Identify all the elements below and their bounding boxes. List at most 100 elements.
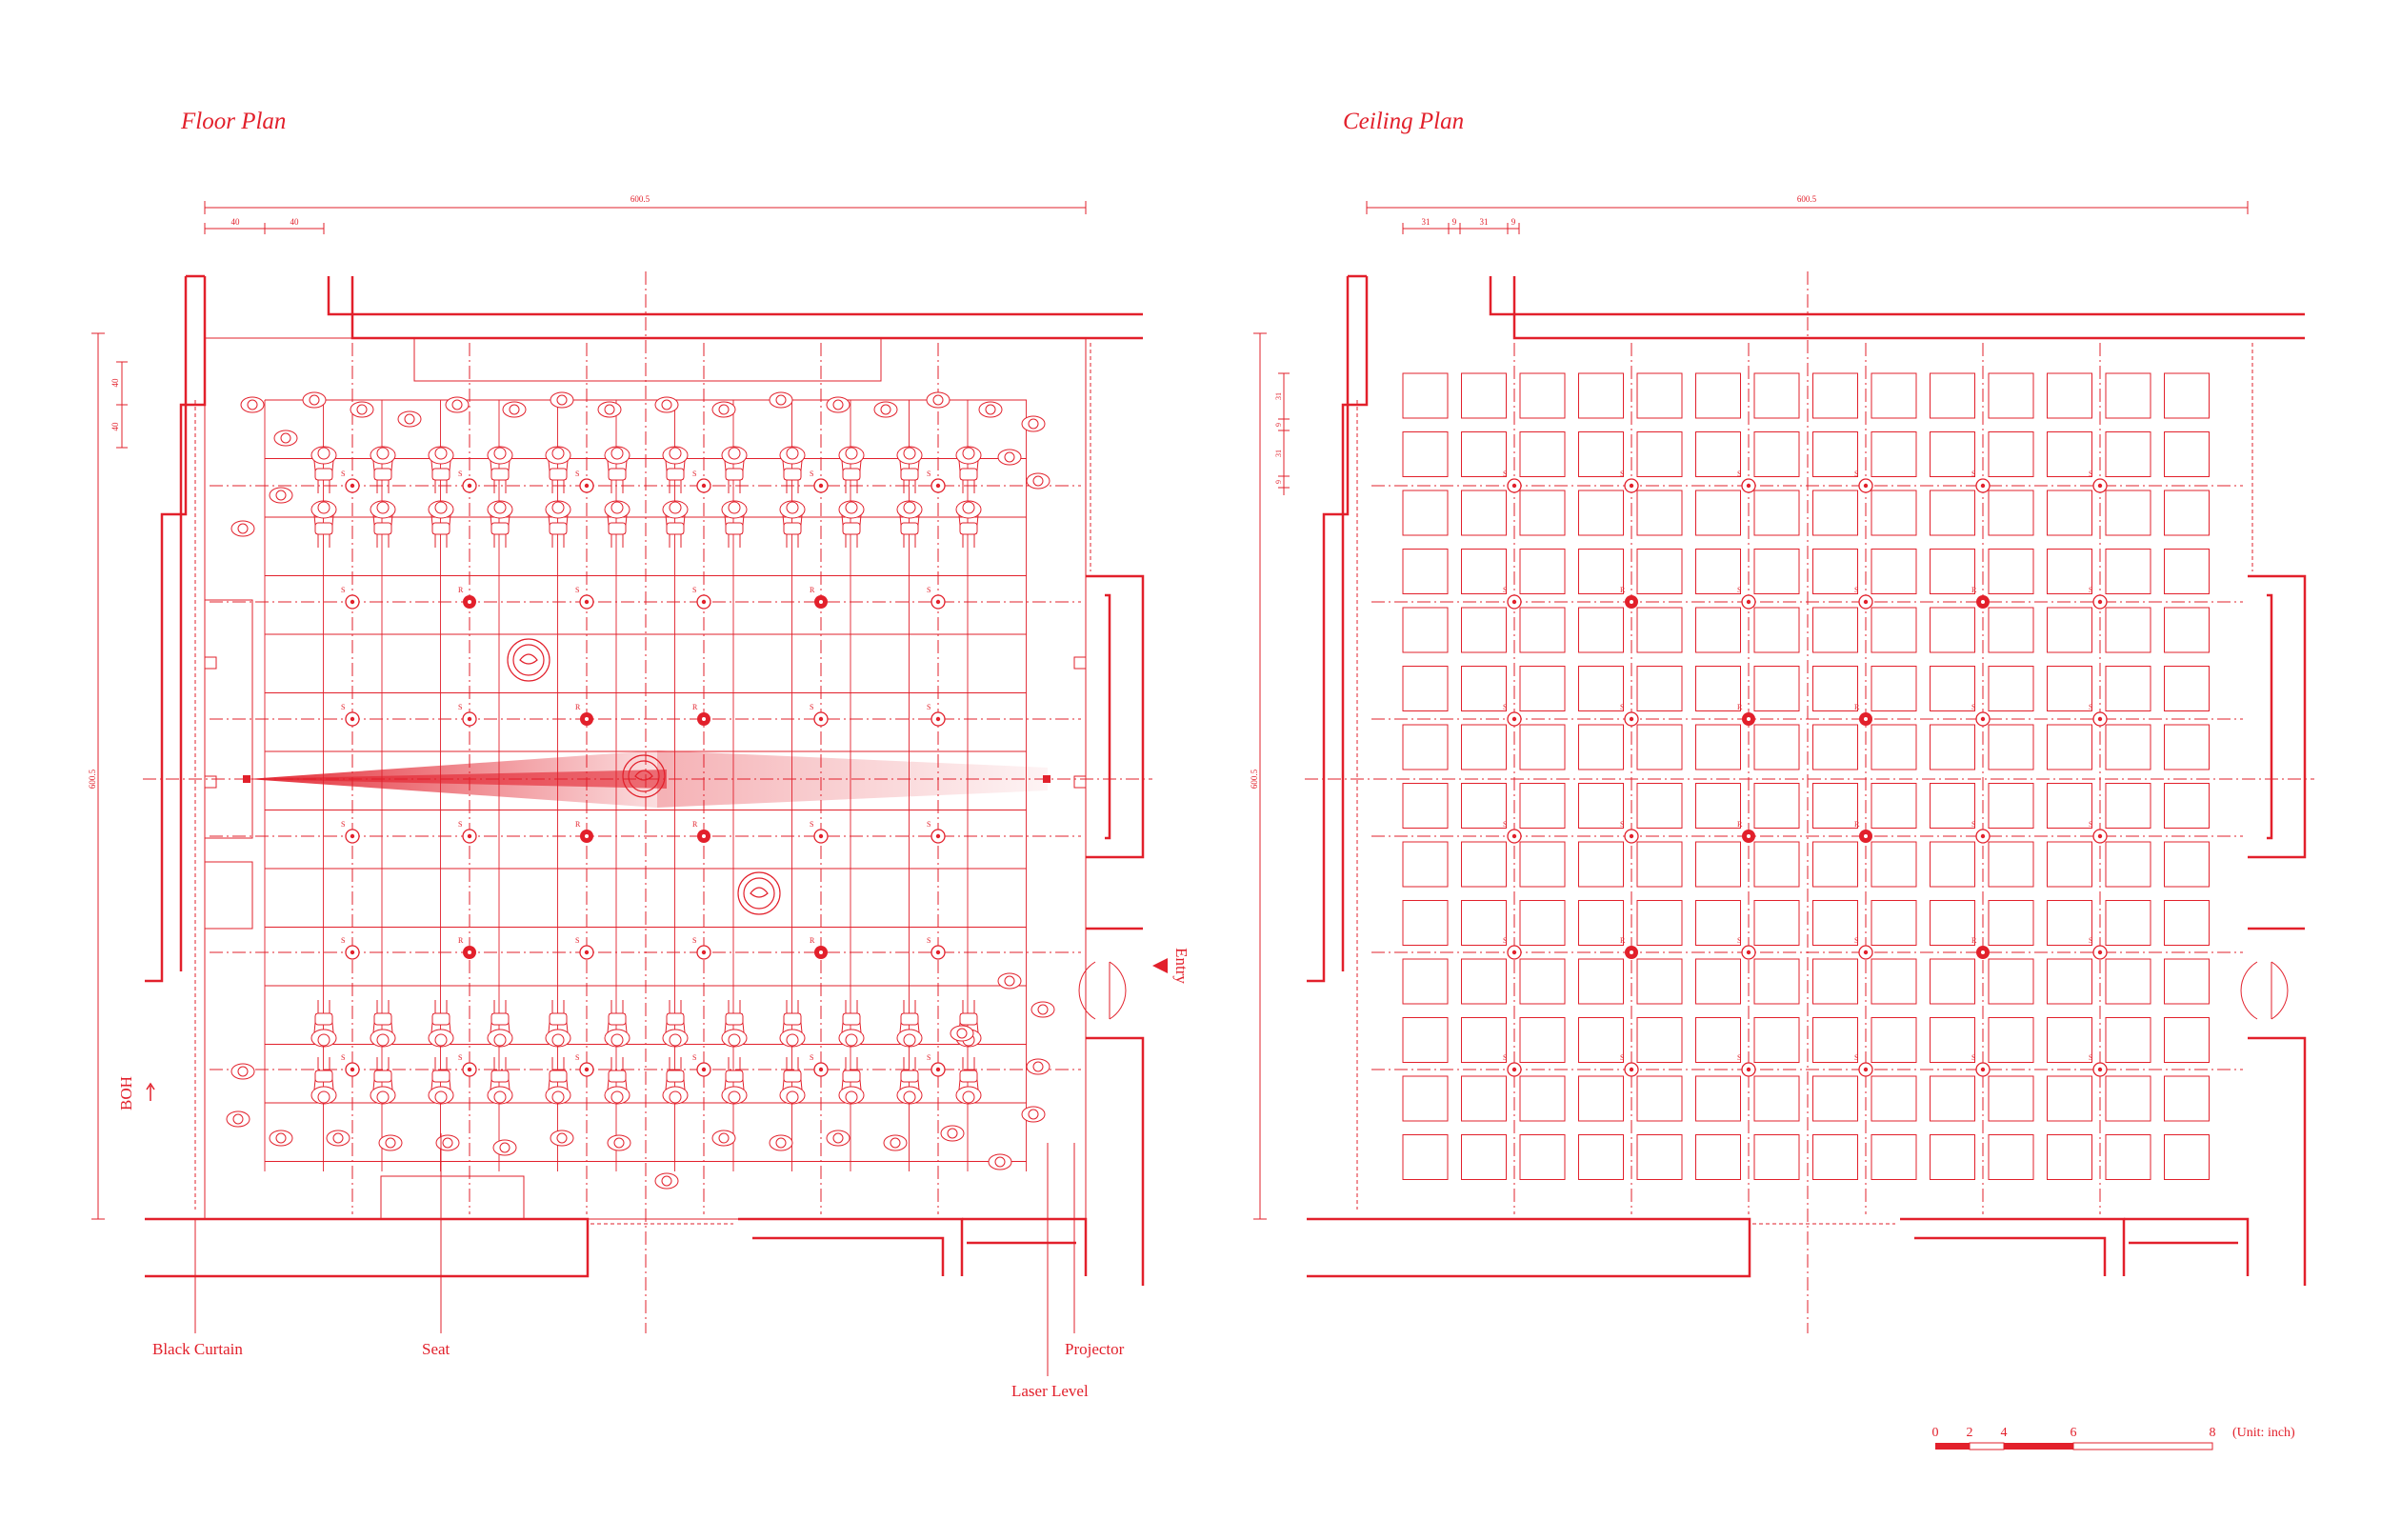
light-type-label: S <box>458 703 462 711</box>
light-r-icon: R <box>1971 936 1990 959</box>
standing-person-icon <box>769 1134 793 1151</box>
light-r-icon: R <box>1737 703 1755 726</box>
light-s-icon: S <box>1503 936 1522 960</box>
light-s-icon: S <box>1503 470 1522 493</box>
ceiling-walls <box>1307 274 2307 1286</box>
standing-person-icon <box>711 401 736 418</box>
light-type-label: S <box>2089 586 2092 594</box>
ceiling-tile <box>1695 900 1741 946</box>
ceiling-top-dimension-value: 600.5 <box>1797 194 1817 204</box>
light-type-label: S <box>927 586 930 594</box>
light-r-icon: R <box>1620 936 1638 959</box>
ceiling-tile <box>1461 1017 1507 1063</box>
ceiling-tile <box>1695 1134 1741 1180</box>
ceiling-tile <box>1695 490 1741 536</box>
standing-person-icon <box>883 1134 908 1151</box>
light-s-icon: S <box>2089 703 2108 727</box>
ceiling-tile <box>1578 724 1624 770</box>
light-type-label: S <box>1503 936 1507 945</box>
light-s-icon: S <box>810 820 829 844</box>
light-type-label: R <box>1971 586 1977 594</box>
ceiling-tile <box>1812 958 1858 1005</box>
ceiling-tile <box>1871 607 1917 653</box>
standing-person-icon <box>978 401 1003 418</box>
light-type-label: S <box>575 936 579 945</box>
ceiling-tile <box>1461 431 1507 477</box>
person-icon <box>779 1000 806 1048</box>
light-type-label: R <box>1854 703 1860 711</box>
light-type-label: S <box>341 820 345 829</box>
ceiling-tile <box>1753 666 1800 711</box>
light-type-label: S <box>692 470 696 478</box>
ceiling-tile <box>1753 607 1800 653</box>
scale-tick-0: 0 <box>1932 1426 1939 1440</box>
ceiling-tile <box>2105 1134 2151 1180</box>
ceiling-tile <box>2164 431 2210 477</box>
ceiling-entry-door <box>2240 961 2289 1020</box>
ceiling-tile <box>1871 724 1917 770</box>
ceiling-tile <box>1988 549 2034 594</box>
ceiling-tile <box>1812 666 1858 711</box>
ceiling-tile <box>2105 900 2151 946</box>
ceiling-tile <box>1930 431 1975 477</box>
light-s-icon: S <box>927 936 946 960</box>
ceiling-tile <box>2164 1017 2210 1063</box>
light-s-icon: S <box>1503 1053 1522 1077</box>
light-r-icon: R <box>575 820 593 843</box>
light-type-label: S <box>927 820 930 829</box>
floor-seated-audience <box>226 391 1055 1190</box>
ceiling-tile <box>1519 666 1566 711</box>
ceiling-tile <box>2164 724 2210 770</box>
light-type-label: S <box>575 470 579 478</box>
ceiling-tile <box>1812 1075 1858 1122</box>
light-s-icon: S <box>927 1053 946 1077</box>
light-type-label: S <box>1503 586 1507 594</box>
standing-person-icon <box>1030 1001 1055 1018</box>
standing-person-icon <box>240 396 265 413</box>
ceiling-tile <box>1519 724 1566 770</box>
light-type-label: S <box>341 586 345 594</box>
standing-person-icon <box>273 430 298 447</box>
ceiling-tile <box>1988 490 2034 536</box>
light-type-label: S <box>2089 703 2092 711</box>
person-icon <box>428 1000 454 1048</box>
ceiling-tile <box>1871 666 1917 711</box>
scale-tick-6: 6 <box>2071 1426 2077 1440</box>
standing-person-icon <box>492 1139 517 1156</box>
light-s-icon: S <box>1971 820 1991 844</box>
light-r-icon: R <box>458 586 476 609</box>
ceiling-tile <box>2105 490 2151 536</box>
ceiling-tile <box>1988 724 2034 770</box>
ceiling-tile <box>2164 958 2210 1005</box>
ceiling-tile <box>1753 900 1800 946</box>
light-type-label: S <box>927 936 930 945</box>
ceiling-tile <box>1578 1134 1624 1180</box>
light-type-label: R <box>692 820 698 829</box>
ceiling-tile <box>2105 783 2151 829</box>
ceiling-tile <box>1461 841 1507 888</box>
ceiling-tile <box>1871 431 1917 477</box>
light-s-icon: S <box>1971 1053 1991 1077</box>
light-type-label: S <box>1503 470 1507 478</box>
standing-person-icon <box>302 391 327 409</box>
ceiling-tile <box>1753 841 1800 888</box>
person-icon <box>721 446 748 493</box>
ceiling-tile <box>2047 1075 2092 1122</box>
ceiling-tile <box>2105 1075 2151 1122</box>
ceiling-tile <box>2047 900 2092 946</box>
ceiling-tile <box>1402 1134 1449 1180</box>
ceiling-tile <box>1812 431 1858 477</box>
person-icon <box>487 446 513 493</box>
ceiling-tile <box>2164 841 2210 888</box>
ceiling-tile <box>1578 900 1624 946</box>
floor-top-dimension-value: 600.5 <box>630 194 650 204</box>
light-type-label: S <box>1503 703 1507 711</box>
performer-figure-2 <box>622 754 666 798</box>
ceiling-tile <box>2164 783 2210 829</box>
ceiling-tile <box>2047 666 2092 711</box>
light-type-label: S <box>575 586 579 594</box>
floor-top-dimension <box>204 201 1087 214</box>
ceiling-tile <box>1930 900 1975 946</box>
laser-level-device <box>243 775 250 783</box>
ceiling-tile <box>2164 549 2210 594</box>
